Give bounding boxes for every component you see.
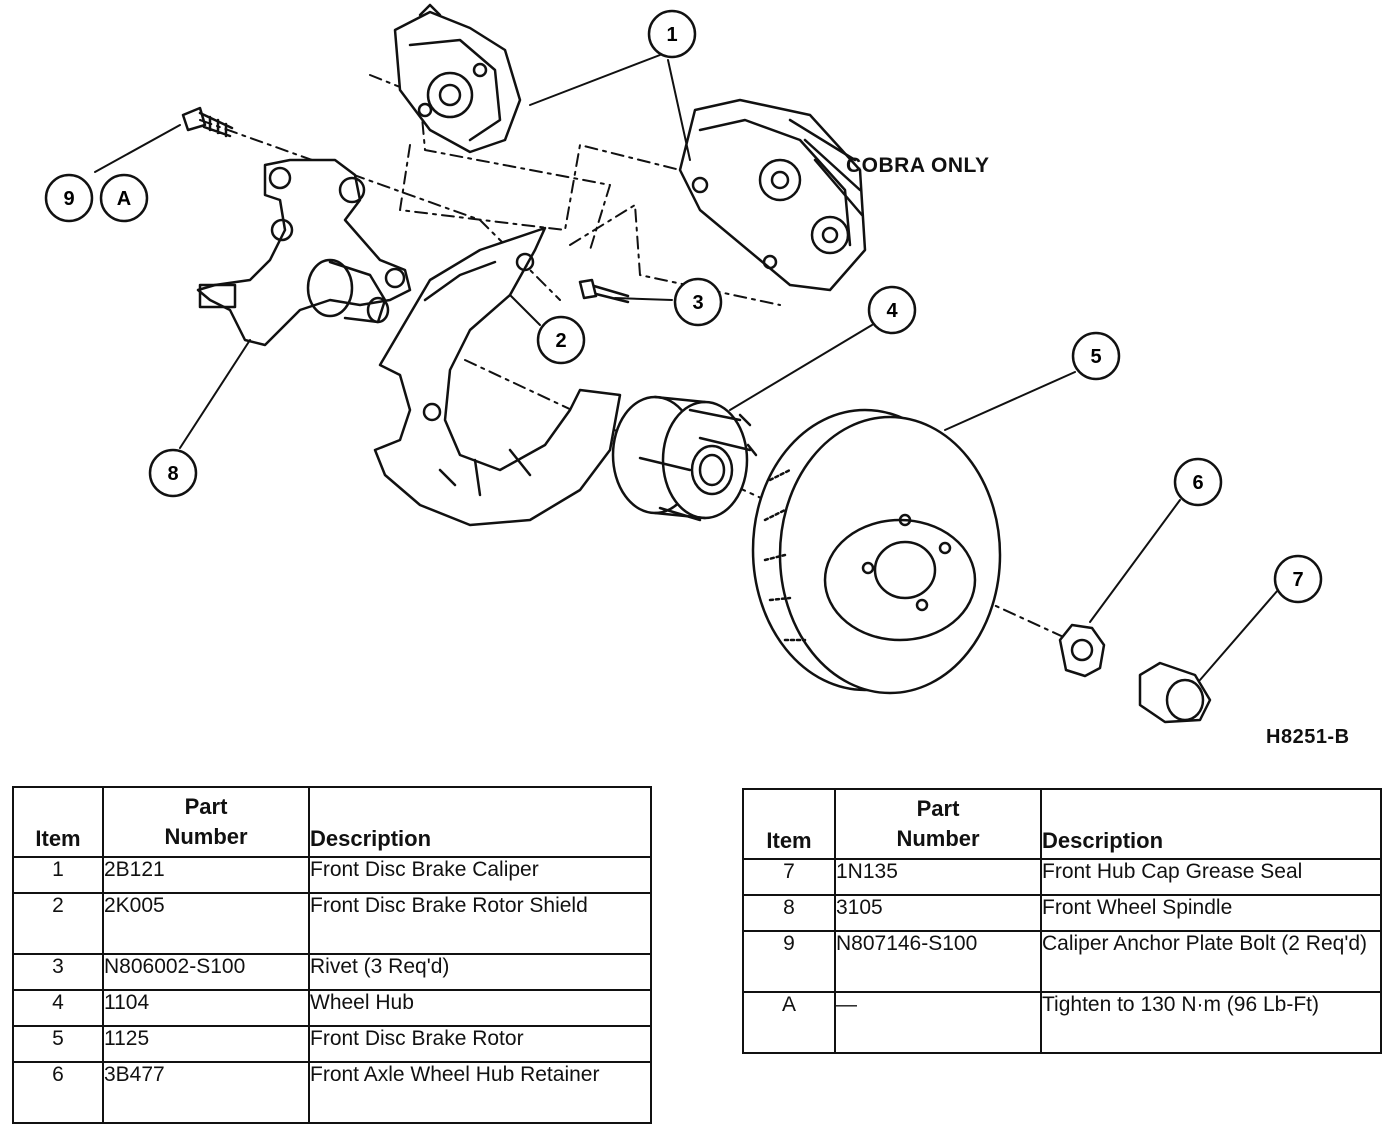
part-header-line1: Part (916, 796, 960, 821)
item-cell: 5 (12, 1025, 104, 1063)
item-cell: 1 (12, 856, 104, 894)
item-cell: 8 (742, 894, 836, 932)
anchor-bolt (181, 106, 234, 138)
callout-7: 7 (1273, 554, 1323, 604)
callout-6: 6 (1173, 457, 1223, 507)
callout-9-label: 9 (63, 188, 74, 210)
description-cell: Front Axle Wheel Hub Retainer (308, 1061, 652, 1124)
rotor-shield (373, 226, 622, 527)
table-row: A — Tighten to 130 N·m (96 Lb-Ft) (742, 991, 1382, 1054)
description-cell: Wheel Hub (308, 989, 652, 1027)
table-row: 6 3B477 Front Axle Wheel Hub Retainer (12, 1061, 652, 1124)
exploded-brake-diagram: 1 9 A 3 2 4 5 6 7 8 (44, 3, 1323, 724)
caliper-cobra (678, 98, 867, 292)
description-header: Description (1040, 788, 1382, 860)
table-row: 4 1104 Wheel Hub (12, 989, 652, 1027)
description-header: Description (308, 786, 652, 858)
description-cell: Front Disc Brake Caliper (308, 856, 652, 894)
item-cell: 9 (742, 930, 836, 993)
part-number-cell: 1104 (102, 989, 310, 1027)
part-number-cell: 2B121 (102, 856, 310, 894)
rivet (578, 278, 630, 304)
item-cell: A (742, 991, 836, 1054)
callout-3-label: 3 (692, 292, 703, 314)
callout-A: A (99, 173, 149, 223)
description-cell: Front Wheel Spindle (1040, 894, 1382, 932)
item-cell: 3 (12, 953, 104, 991)
brake-rotor (751, 408, 1002, 695)
part-number-cell: 3B477 (102, 1061, 310, 1124)
caliper-standard (393, 3, 522, 154)
part-header-line1: Part (184, 794, 228, 819)
part-number-cell: 2K005 (102, 892, 310, 955)
callout-3: 3 (673, 277, 723, 327)
description-cell: Rivet (3 Req'd) (308, 953, 652, 991)
callout-A-label: A (117, 188, 131, 210)
item-cell: 2 (12, 892, 104, 955)
callout-5: 5 (1071, 331, 1121, 381)
leader-lines (94, 54, 1279, 681)
description-cell: Front Disc Brake Rotor (308, 1025, 652, 1063)
description-cell: Front Disc Brake Rotor Shield (308, 892, 652, 955)
description-cell: Front Hub Cap Grease Seal (1040, 858, 1382, 896)
part-header-line2: Number (896, 826, 980, 851)
item-cell: 6 (12, 1061, 104, 1124)
part-number-cell: 1N135 (834, 858, 1042, 896)
part-header-line2: Number (164, 824, 248, 849)
table-row: 9 N807146-S100 Caliper Anchor Plate Bolt… (742, 930, 1382, 993)
table-row: 5 1125 Front Disc Brake Rotor (12, 1025, 652, 1063)
cobra-only-label: COBRA ONLY (846, 154, 990, 177)
callout-7-label: 7 (1292, 569, 1303, 591)
table-row: 1 2B121 Front Disc Brake Caliper (12, 856, 652, 894)
item-header: Item (12, 786, 104, 858)
item-cell: 4 (12, 989, 104, 1027)
wheel-hub (611, 395, 758, 522)
description-cell: Tighten to 130 N·m (96 Lb-Ft) (1040, 991, 1382, 1054)
callout-4: 4 (867, 285, 917, 335)
callout-9: 9 (44, 173, 94, 223)
part-number-cell: — (834, 991, 1042, 1054)
part-number-cell: 1125 (102, 1025, 310, 1063)
part-number-cell: N806002-S100 (102, 953, 310, 991)
table-row: 2 2K005 Front Disc Brake Rotor Shield (12, 892, 652, 955)
item-cell: 7 (742, 858, 836, 896)
callout-2-label: 2 (555, 330, 566, 352)
hub-retainer-nut (1058, 623, 1106, 678)
callout-5-label: 5 (1090, 346, 1101, 368)
grease-cap (1138, 661, 1212, 724)
callout-1: 1 (647, 9, 697, 59)
table-row: 3 N806002-S100 Rivet (3 Req'd) (12, 953, 652, 991)
spindle (196, 158, 412, 347)
figure-id: H8251-B (1266, 726, 1350, 748)
part-number-cell: N807146-S100 (834, 930, 1042, 993)
callout-6-label: 6 (1192, 472, 1203, 494)
table-row: 7 1N135 Front Hub Cap Grease Seal (742, 858, 1382, 896)
description-cell: Caliper Anchor Plate Bolt (2 Req'd) (1040, 930, 1382, 993)
callout-1-label: 1 (666, 24, 677, 46)
table-row: 8 3105 Front Wheel Spindle (742, 894, 1382, 932)
callout-8: 8 (148, 448, 198, 498)
item-header: Item (742, 788, 836, 860)
part-number-cell: 3105 (834, 894, 1042, 932)
callout-8-label: 8 (167, 463, 178, 485)
callout-2: 2 (536, 315, 586, 365)
callout-4-label: 4 (886, 300, 898, 322)
